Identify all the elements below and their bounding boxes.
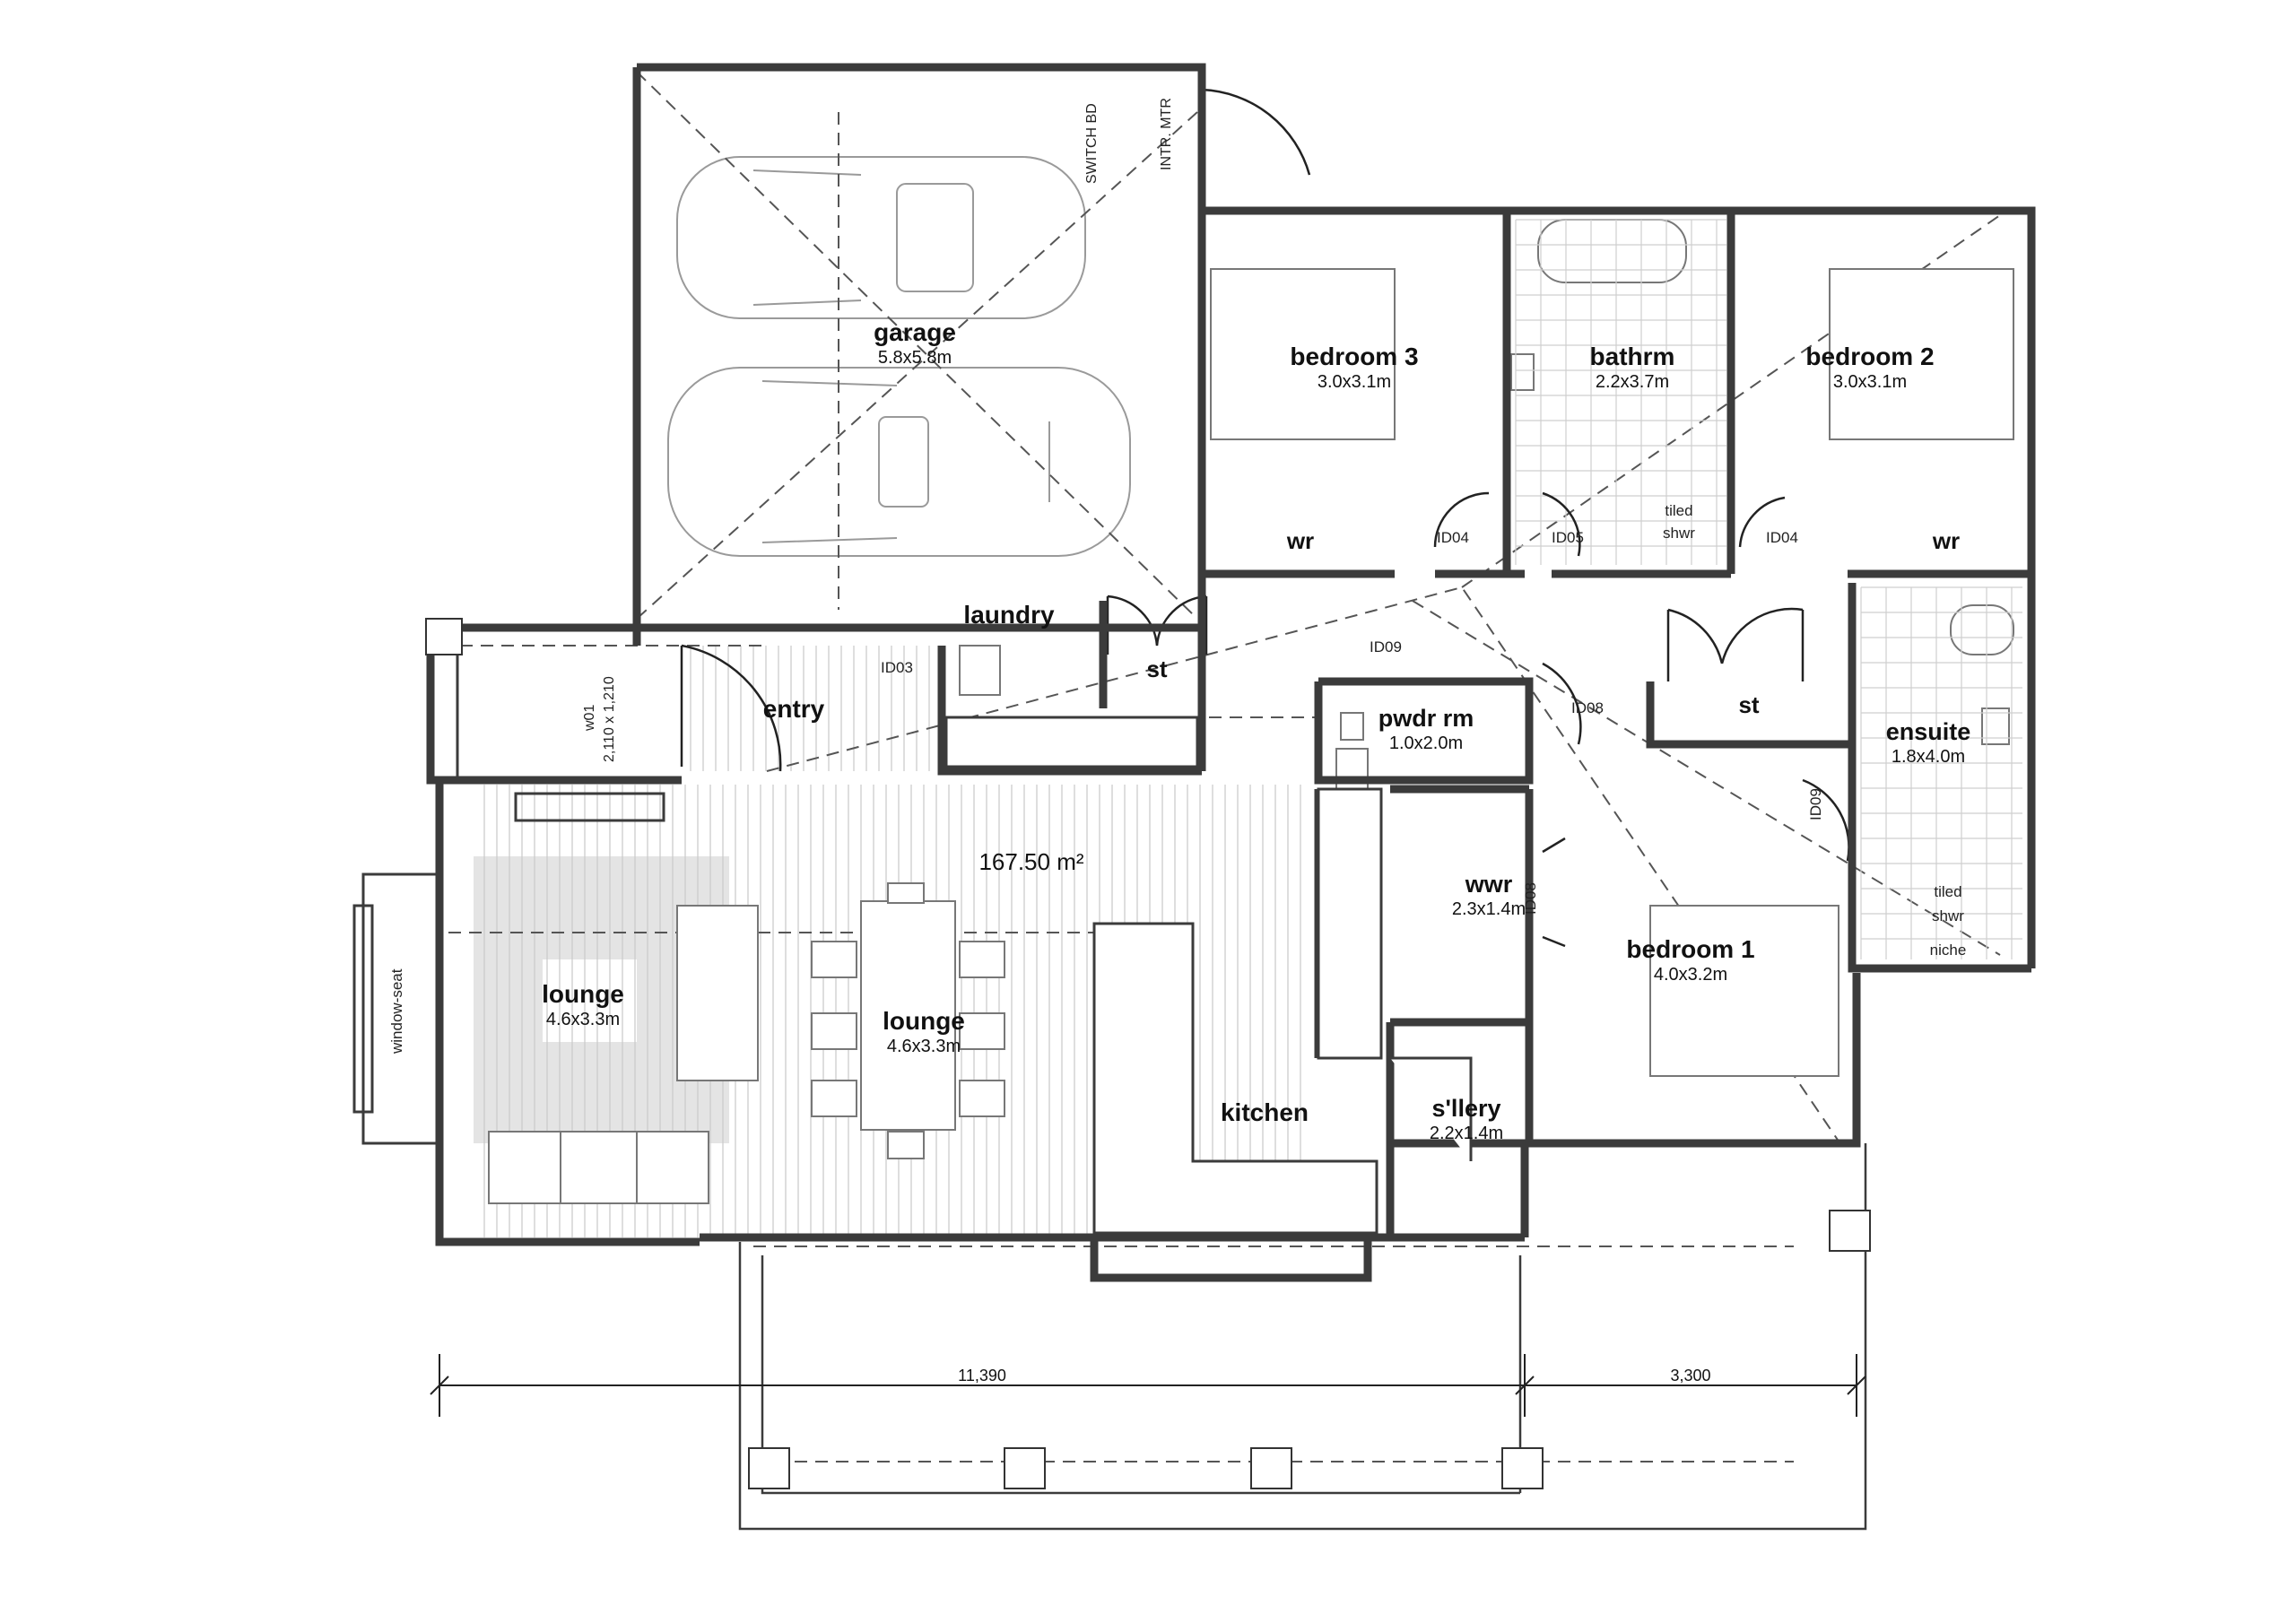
dimension-left: 11,390 [958, 1367, 1006, 1384]
garage-cars [667, 156, 1131, 557]
id04a-label: ID04 [1437, 529, 1469, 546]
wr-left-label: wr [1286, 527, 1314, 554]
shwr-label-1: shwr [1663, 525, 1695, 542]
st-laundry-label: st [1146, 655, 1167, 682]
tiled-label-2: tiled [1934, 883, 1961, 900]
furniture [488, 219, 2014, 1211]
niche-label: niche [1930, 942, 1967, 959]
tiled-label-1: tiled [1665, 502, 1692, 519]
bedroom3-size: 3.0x3.1m [1318, 372, 1391, 392]
kitchen-bench [944, 716, 1473, 1235]
dimension-right: 3,300 [1670, 1367, 1710, 1384]
w01-label: w01 [582, 705, 597, 732]
switch-bd-label: SWITCH BD [1084, 103, 1100, 184]
id09a-label: ID09 [1370, 638, 1402, 655]
scullery-label: s'llery [1432, 1095, 1501, 1122]
window-seat-label: window-seat [388, 968, 405, 1055]
lounge-center-size: 4.6x3.3m [887, 1037, 961, 1056]
tile-grids [1515, 219, 2022, 959]
intr-mtr-label: INTR. MTR [1159, 98, 1174, 170]
w01-size-label: 2,110 x 1,210 [602, 676, 617, 762]
pwdr-label: pwdr rm [1378, 705, 1474, 732]
wwr-label: wwr [1465, 871, 1513, 898]
bedroom1-label: bedroom 1 [1626, 935, 1754, 963]
kitchen-label: kitchen [1221, 1098, 1309, 1126]
id08a-label: ID08 [1571, 699, 1604, 716]
bedroom1-size: 4.0x3.2m [1654, 965, 1727, 985]
garage-label: garage [874, 318, 956, 346]
st-hall-label: st [1738, 691, 1759, 718]
lounge-center-label: lounge [883, 1007, 965, 1035]
bedroom2-size: 3.0x3.1m [1833, 372, 1907, 392]
id08b-label: ID08 [1522, 882, 1539, 915]
id04b-label: ID04 [1766, 529, 1798, 546]
total-area: 167.50 m² [978, 848, 1083, 875]
bedroom3-label: bedroom 3 [1290, 343, 1418, 370]
ensuite-label: ensuite [1886, 718, 1971, 745]
bathrm-label: bathrm [1590, 343, 1675, 370]
ensuite-size: 1.8x4.0m [1892, 747, 1965, 767]
dimension-line [430, 1354, 1866, 1417]
scullery-size: 2.2x1.4m [1430, 1124, 1503, 1143]
shwr-label-2: shwr [1932, 907, 1964, 924]
id05-label: ID05 [1552, 529, 1584, 546]
posts [425, 618, 1871, 1489]
lounge-left-label: lounge [542, 980, 624, 1008]
garage-size: 5.8x5.8m [878, 348, 952, 368]
wwr-size: 2.3x1.4m [1452, 899, 1526, 919]
lounge-left-size: 4.6x3.3m [546, 1010, 620, 1029]
entry-label: entry [763, 695, 825, 723]
pwdr-size: 1.0x2.0m [1389, 733, 1463, 753]
id09b-label: ID09 [1807, 788, 1824, 820]
wr-right-label: wr [1932, 527, 1960, 554]
bathrm-size: 2.2x3.7m [1596, 372, 1669, 392]
laundry-label: laundry [963, 601, 1055, 629]
id03-label: ID03 [881, 659, 913, 676]
bedroom2-label: bedroom 2 [1805, 343, 1934, 370]
window-seat [352, 626, 665, 1145]
walls [426, 63, 2036, 1282]
